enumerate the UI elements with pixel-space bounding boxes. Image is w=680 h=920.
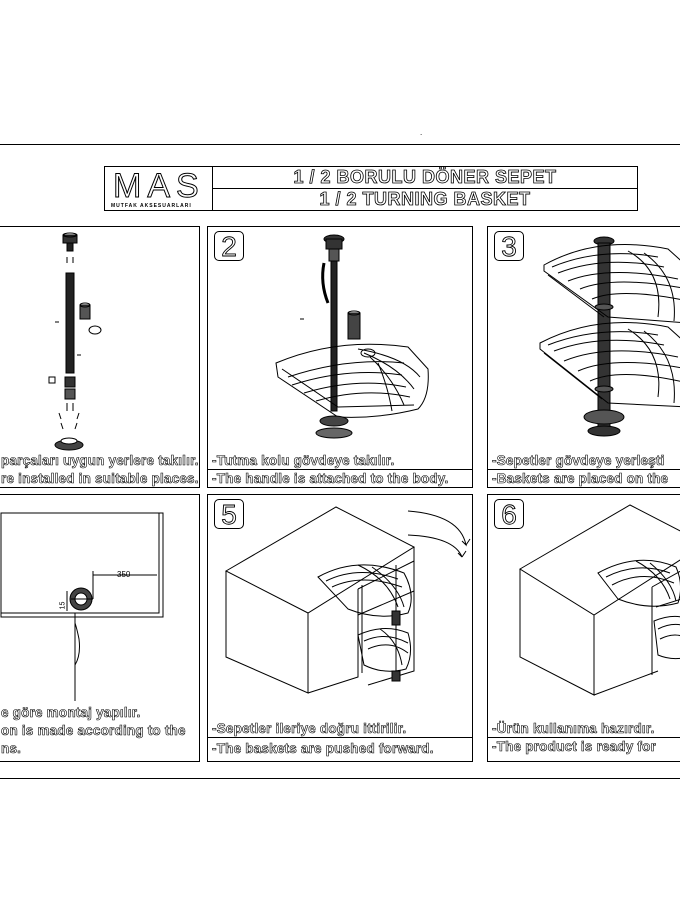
panel-6: 6 -Ürün kullanıma hazırdır. -The product…: [487, 494, 680, 762]
page-border-top: [0, 144, 680, 145]
title-english: 1 / 2 TURNING BASKET: [319, 189, 531, 210]
baskets-pushed-drawing: [224, 506, 471, 694]
title-turkish: 1 / 2 BORULU DÖNER SEPET: [213, 167, 637, 189]
panel-5-caption-divider: [208, 737, 472, 738]
logo: MAS MUTFAK AKSESUARLARI: [105, 167, 213, 210]
panel-5: 5 -Sepetler ileriye doğru ittirilir. -Th…: [207, 494, 473, 762]
mounting-dimensions-drawing: [0, 512, 164, 701]
panel-6-caption-tr: -Ürün kullanıma hazırdır.: [492, 721, 655, 737]
brand-logo-text: MAS: [113, 167, 205, 205]
panel-6-caption-en: -The product is ready for: [492, 739, 657, 755]
panel-1: parçaları uygun yerlere takılır. re inst…: [0, 226, 200, 488]
panel-4: 350 15 e göre montaj yapılır. on is made…: [0, 494, 200, 762]
product-ready-drawing: [519, 504, 680, 696]
step-number-6: 6: [494, 499, 524, 530]
handle-attachment-drawing: [275, 234, 429, 439]
baskets-placed-drawing: [539, 236, 680, 437]
panel-6-caption-divider: [488, 737, 680, 738]
panel-1-caption-tr: parçaları uygun yerlere takılır.: [1, 453, 199, 469]
brand-subtitle: MUTFAK AKSESUARLARI: [111, 203, 192, 209]
panel-4-caption-tr: e göre montaj yapılır.: [1, 705, 141, 721]
panel-3-caption-en: -Baskets are placed on the: [492, 471, 669, 487]
panel-5-caption-en: -The baskets are pushed forward.: [212, 741, 434, 757]
step-number-3: 3: [494, 231, 524, 262]
title-block: MAS MUTFAK AKSESUARLARI 1 / 2 BORULU DÖN…: [104, 166, 638, 211]
dimension-15: 15: [59, 601, 67, 610]
page-border-bottom: [0, 778, 680, 779]
step-number-2: 2: [214, 231, 244, 262]
panel-1-caption-en: re installed in suitable places.: [1, 471, 199, 487]
panel-5-caption-tr: -Sepetler ileriye doğru ittirilir.: [212, 721, 407, 737]
panel-3-caption-divider: [488, 469, 680, 470]
dimension-350: 350: [117, 570, 131, 579]
pole-parts-drawing: [48, 232, 102, 451]
panel-4-caption-en: on is made according to the: [1, 723, 186, 739]
panel-2-caption-en: -The handle is attached to the body.: [212, 471, 449, 487]
panel-3-caption-tr: -Sepetler gövdeye yerleşti: [492, 453, 665, 469]
panel-2-caption-divider: [208, 469, 472, 470]
panel-4-caption-en-continued: ns.: [1, 741, 22, 757]
panel-2-caption-tr: -Tutma kolu gövdeye takılır.: [212, 453, 395, 469]
panel-2: 2 -Tutma kolu gövdeye takılır. -The hand…: [207, 226, 473, 488]
top-mark: .: [420, 128, 423, 137]
step-number-5: 5: [214, 499, 244, 530]
panel-3: 3 -Sepetler gövdeye yerleşti -Baskets ar…: [487, 226, 680, 488]
